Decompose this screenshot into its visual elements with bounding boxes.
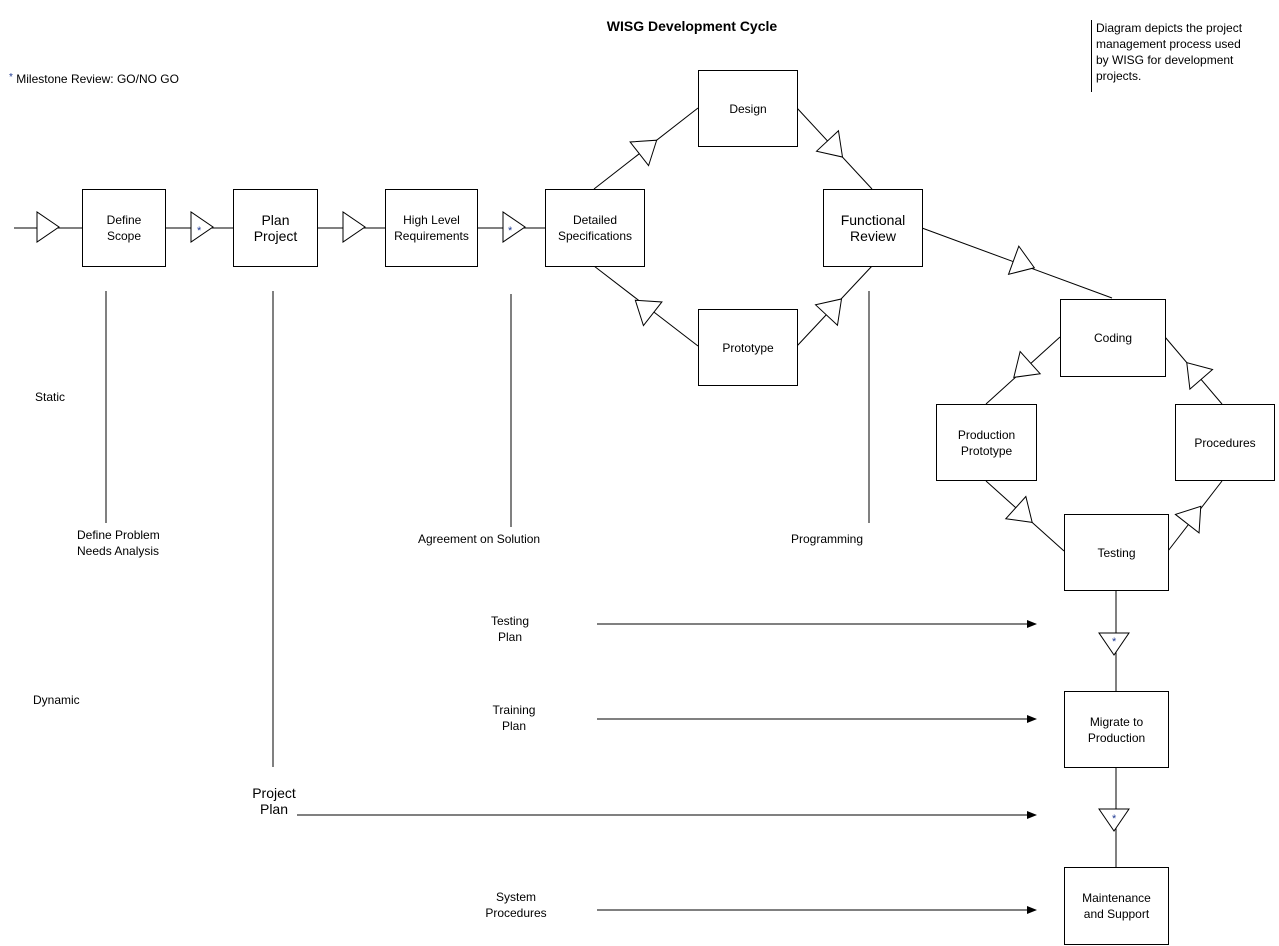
node-define-scope: Define Scope bbox=[82, 189, 166, 267]
milestone-marker: * bbox=[197, 225, 202, 237]
legend-marker: * bbox=[9, 72, 13, 83]
legend-text: Milestone Review: GO/NO GO bbox=[16, 72, 179, 86]
diagram-title: WISG Development Cycle bbox=[606, 18, 778, 34]
node-label: Functional Review bbox=[840, 212, 906, 244]
node-label: Plan Project bbox=[253, 212, 298, 244]
node-label: Maintenance and Support bbox=[1082, 891, 1151, 921]
node-label: Prototype bbox=[722, 340, 774, 355]
node-maintenance-and-support: Maintenance and Support bbox=[1064, 867, 1169, 945]
node-production-prototype: Production Prototype bbox=[936, 404, 1037, 481]
flow-triangle-icon bbox=[1004, 495, 1033, 523]
node-label: Testing bbox=[1097, 545, 1136, 560]
node-label: Design bbox=[729, 101, 767, 116]
node-label: Procedures bbox=[1194, 435, 1256, 450]
flow-triangle-icon bbox=[342, 211, 366, 243]
node-coding: Coding bbox=[1060, 299, 1166, 377]
label-project-plan: Project Plan bbox=[252, 785, 296, 817]
node-label: Migrate to Production bbox=[1087, 714, 1146, 745]
label-system-procedures: System Procedures bbox=[485, 890, 547, 920]
flow-triangle-icon bbox=[1007, 245, 1036, 276]
node-design: Design bbox=[698, 70, 798, 147]
node-plan-project: Plan Project bbox=[233, 189, 318, 267]
label-static: Static bbox=[35, 390, 66, 404]
node-high-level-requirements: High Level Requirements bbox=[385, 189, 478, 267]
label-training-plan: Training Plan bbox=[492, 703, 536, 733]
node-label: Coding bbox=[1093, 331, 1133, 345]
flow-triangle-icon bbox=[1098, 808, 1130, 832]
flow-triangle-icon bbox=[814, 298, 843, 327]
node-label: Detailed Specifications bbox=[557, 213, 633, 243]
node-label: Production Prototype bbox=[957, 427, 1016, 458]
flow-triangle-icon bbox=[815, 129, 844, 158]
label-agreement: Agreement on Solution bbox=[418, 532, 541, 546]
flow-triangle-icon bbox=[634, 299, 663, 327]
node-migrate-to-production: Migrate to Production bbox=[1064, 691, 1169, 768]
node-procedures: Procedures bbox=[1175, 404, 1275, 481]
label-programming: Programming bbox=[791, 532, 864, 546]
flow-triangle-icon bbox=[1186, 362, 1214, 391]
flow-triangle-icon bbox=[36, 211, 60, 243]
label-define-problem: Define Problem Needs Analysis bbox=[77, 528, 160, 558]
label-dynamic: Dynamic bbox=[33, 693, 80, 707]
flow-triangle-icon bbox=[1013, 350, 1042, 378]
diagram-note: Diagram depicts the project management p… bbox=[1091, 20, 1271, 92]
node-testing: Testing bbox=[1064, 514, 1169, 591]
node-label: High Level Requirements bbox=[394, 213, 469, 243]
flow-triangle-icon bbox=[190, 211, 214, 243]
flow-triangle-icon bbox=[502, 211, 526, 243]
note-text: Diagram depicts the project management p… bbox=[1096, 21, 1243, 83]
node-detailed-specifications: Detailed Specifications bbox=[545, 189, 645, 267]
milestone-marker: * bbox=[1112, 636, 1117, 648]
node-label: Define Scope bbox=[106, 213, 142, 243]
legend: * Milestone Review: GO/NO GO bbox=[9, 72, 179, 86]
node-prototype: Prototype bbox=[698, 309, 798, 386]
label-testing-plan: Testing Plan bbox=[490, 614, 530, 644]
flow-triangle-icon bbox=[1174, 505, 1202, 534]
node-functional-review: Functional Review bbox=[823, 189, 923, 267]
milestone-marker: * bbox=[508, 225, 513, 237]
flow-triangle-icon bbox=[1098, 632, 1130, 656]
milestone-marker: * bbox=[1112, 813, 1117, 825]
flow-triangle-icon bbox=[629, 139, 658, 167]
